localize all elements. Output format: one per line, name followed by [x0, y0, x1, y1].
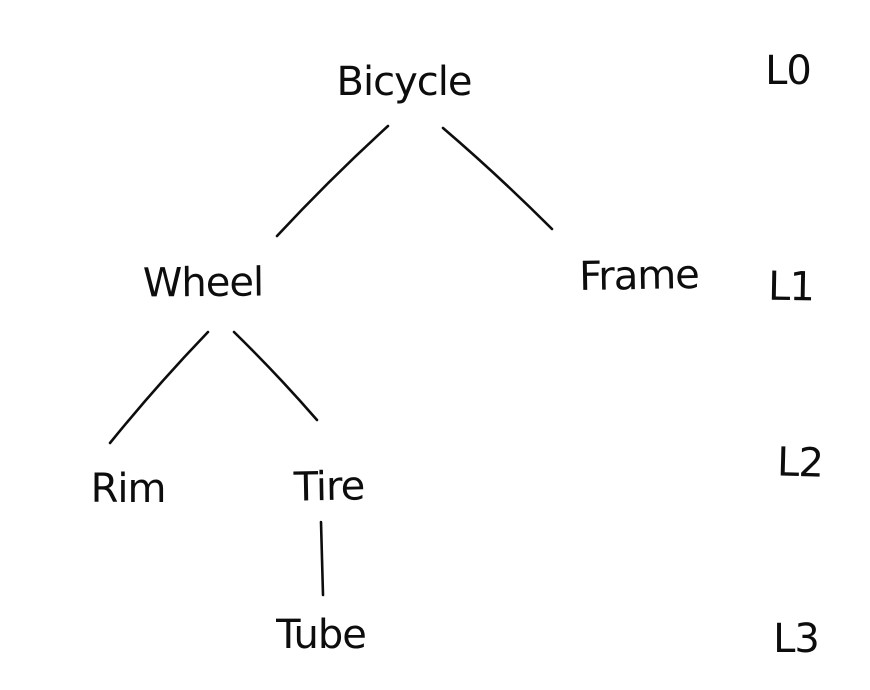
edge-bicycle-wheel: [275, 124, 390, 238]
node-bicycle: Bicycle: [336, 59, 473, 105]
level-label-l3: L3: [773, 616, 820, 662]
node-tube: Tube: [276, 612, 367, 658]
edge-tire-tube: [319, 520, 325, 597]
node-rim: Rim: [90, 466, 167, 512]
edge-wheel-tire: [232, 330, 319, 422]
level-label-l0: L0: [765, 48, 812, 94]
level-label-l2: L2: [776, 439, 824, 487]
level-label-l1: L1: [767, 263, 815, 311]
node-wheel: Wheel: [142, 259, 264, 307]
node-tire: Tire: [293, 463, 365, 511]
node-frame: Frame: [578, 251, 700, 301]
edge-bicycle-frame: [441, 126, 554, 231]
edge-wheel-rim: [108, 330, 210, 445]
